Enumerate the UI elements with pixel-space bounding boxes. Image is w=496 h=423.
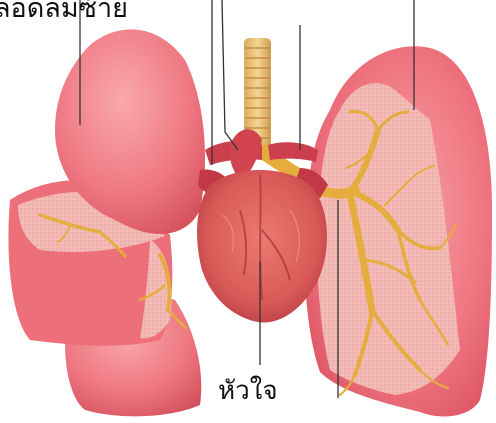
label-heart: หัวใจ	[218, 370, 278, 411]
label-left-lung-top: ลอดลมซ้าย	[0, 0, 128, 29]
trachea	[244, 38, 320, 190]
lung-right-view	[304, 46, 492, 416]
lung-left-view	[8, 29, 205, 416]
leader-line-vessel-2	[222, 0, 238, 150]
